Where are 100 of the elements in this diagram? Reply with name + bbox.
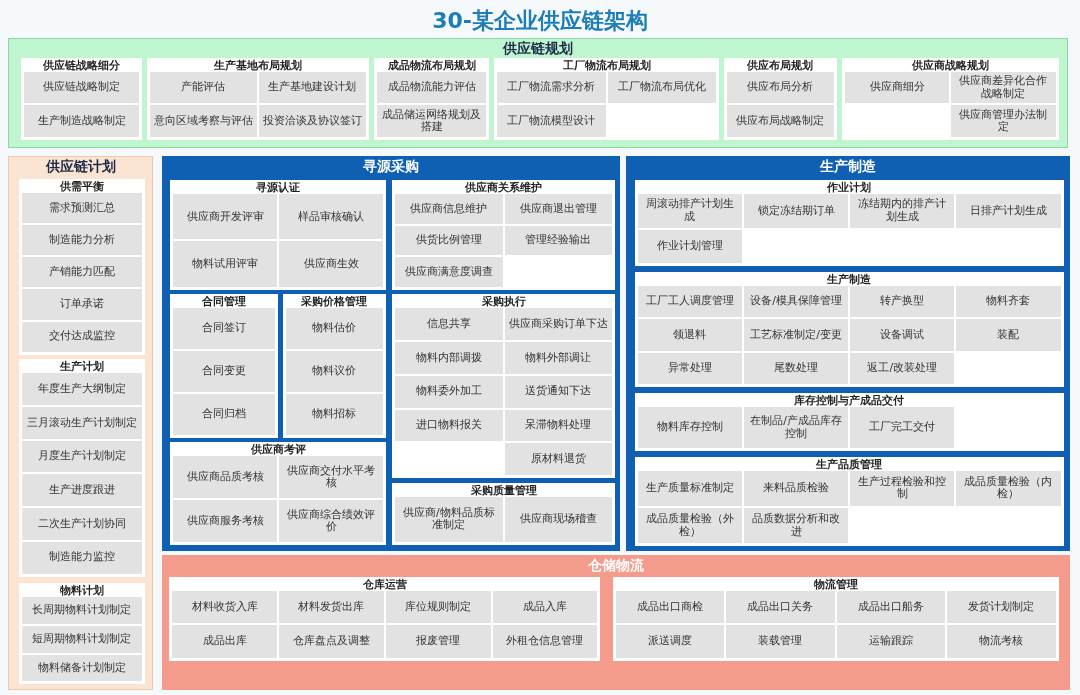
function-block: 原材料退货 [504,443,613,475]
function-block: 供应商信息维护 [395,194,503,224]
section-title: 供应链计划 [44,156,117,175]
subsection-title: 仓库运营 [361,577,408,591]
section-title: 生产制造 [819,156,878,175]
section-title: 供应链规划 [501,39,574,57]
subsection-panel [634,456,1064,547]
subsection-title: 生产品质管理 [815,457,884,471]
function-block: 供应商综合绩效评价 [279,500,383,543]
subsection-title: 生产制造 [826,272,873,286]
function-block: 供应商细分 [844,72,950,104]
function-block: 供应布局战略制定 [726,105,834,137]
function-block: 物料齐套 [956,285,1061,318]
subsection-panel [612,576,1059,661]
subsection-panel [146,58,369,140]
subsection-title: 物流管理 [812,577,859,591]
function-block: 呆滞物料处理 [504,409,613,442]
function-block: 短周期物料计划制定 [21,625,142,653]
subsection-title: 采购执行 [480,295,527,309]
function-block: 成品出库 [172,625,277,658]
subsection-title: 物料计划 [58,584,105,598]
subsection-title: 供应商战略规划 [910,59,990,73]
function-block: 成品质量检验（内检） [956,470,1061,507]
section-panel [626,155,1070,551]
function-block: 二次生产计划协同 [21,508,142,540]
function-block: 异常处理 [637,352,742,385]
subsection-panel [170,294,278,438]
subsection-title: 供应商关系维护 [464,181,544,195]
function-block: 日排产计划生成 [956,194,1061,228]
function-block: 生产基地建设计划 [258,72,366,104]
function-block: 生产进度跟进 [21,474,142,507]
function-block: 生产质量标准制定 [637,470,742,507]
subsection-panel [634,392,1064,452]
subsection-panel [18,359,145,577]
function-block: 工厂工人调度管理 [637,285,742,318]
function-block: 库位规则制定 [385,590,491,624]
function-block: 信息共享 [395,308,503,341]
function-block: 在制品/产成品库存控制 [744,406,849,449]
diagram-title: 30-某企业供应链架构 [431,7,649,35]
subsection-panel [494,58,719,140]
function-block: 制造能力分析 [21,225,142,256]
function-block: 设备/模具保障管理 [744,285,849,318]
subsection-title: 寻源认证 [255,181,302,195]
function-block: 材料收货入库 [172,590,277,624]
function-block: 供应商服务考核 [173,500,278,543]
function-block: 领退料 [637,319,742,351]
function-block: 成品储运网络规划及搭建 [376,105,487,137]
function-block: 产销能力匹配 [21,257,142,288]
function-block: 合同签订 [173,308,275,350]
function-block: 需求预测汇总 [21,193,142,224]
function-block: 供应商退出管理 [504,194,613,224]
function-block: 供应商品质考核 [173,456,278,499]
function-block: 制造能力监控 [21,541,142,574]
function-block: 锁定冻结期订单 [744,194,849,228]
function-block: 物料估价 [285,308,383,350]
function-block: 周滚动排产计划生成 [637,194,742,228]
function-block: 物流考核 [947,625,1056,658]
function-block: 尾数处理 [744,352,849,385]
subsection-panel [392,482,616,546]
subsection-title: 库存控制与产成品交付 [793,393,906,407]
function-block: 意向区域考察与评估 [149,105,257,137]
function-block: 工厂物流模型设计 [497,105,606,137]
subsection-title: 供应链战略细分 [42,59,122,73]
function-block: 物料试用评审 [173,241,278,287]
subsection-panel [282,294,386,438]
function-block: 合同变更 [173,351,275,392]
function-block: 成品物流能力评估 [376,72,487,104]
section-panel [8,38,1068,148]
function-block: 派送调度 [615,625,725,658]
function-block: 供应商采购订单下达 [504,308,613,341]
function-block: 物料库存控制 [637,406,742,449]
subsection-panel [392,180,616,290]
subsection-panel [18,583,145,685]
function-block: 供应商开发评审 [173,194,278,240]
function-block: 工厂物流需求分析 [497,72,606,104]
subsection-panel [392,294,616,478]
function-block: 交付达成监控 [21,321,142,352]
subsection-panel [634,180,1064,267]
function-block: 供应商交付水平考核 [279,456,383,499]
subsection-title: 作业计划 [826,181,873,195]
function-block: 转产换型 [850,285,955,318]
function-block: 产能评估 [149,72,257,104]
function-block: 成品出口船务 [836,590,946,624]
subsection-title: 生产基地布局规划 [212,59,303,73]
function-block: 工艺标准制定/变更 [744,319,849,351]
function-block: 运输跟踪 [836,625,946,658]
subsection-title: 合同管理 [200,295,247,309]
function-block: 供应链战略制定 [24,72,140,104]
function-block: 品质数据分析和改进 [744,508,849,544]
function-block: 作业计划管理 [637,229,742,264]
subsection-title: 工厂物流布局规划 [561,59,652,73]
function-block: 外租仓信息管理 [492,625,598,658]
function-block: 三月滚动生产计划制定 [21,407,142,439]
function-block: 供应商/物料品质标准制定 [395,496,503,543]
function-block: 工厂物流布局优化 [607,72,716,104]
function-block: 合同归档 [173,393,275,435]
section-title: 仓储物流 [587,556,645,575]
subsection-title: 采购质量管理 [469,483,538,497]
function-block: 供应商生效 [279,241,383,287]
function-block: 成品出口关务 [726,590,835,624]
